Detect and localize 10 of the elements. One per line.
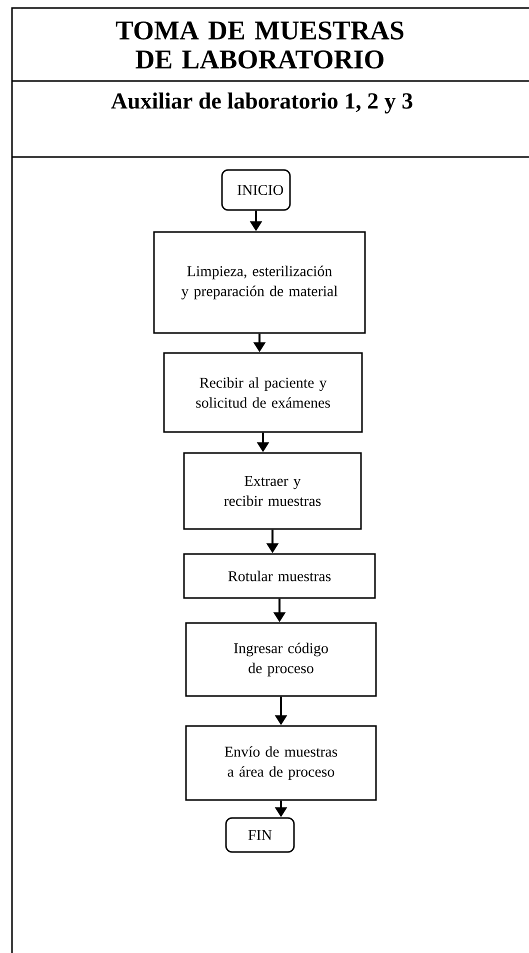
- terminal-box: INICIO: [221, 169, 291, 211]
- terminal-box: FIN: [225, 817, 295, 853]
- process-box: Recibir al paciente y solicitud de exámenes: [163, 352, 363, 433]
- subtitle: Auxiliar de laboratorio 1, 2 y 3: [111, 92, 412, 114]
- process-box: Limpieza, esterilización y preparación de material: [153, 231, 366, 334]
- title: TOMA DE MUESTRAS DE LABORATORIO: [116, 21, 404, 69]
- process-box: Ingresar código de proceso: [185, 622, 377, 697]
- process-box: Rotular muestras: [183, 553, 376, 599]
- process-box: Envío de muestras a área de proceso: [185, 725, 377, 801]
- process-box: Extraer y recibir muestras: [183, 452, 362, 530]
